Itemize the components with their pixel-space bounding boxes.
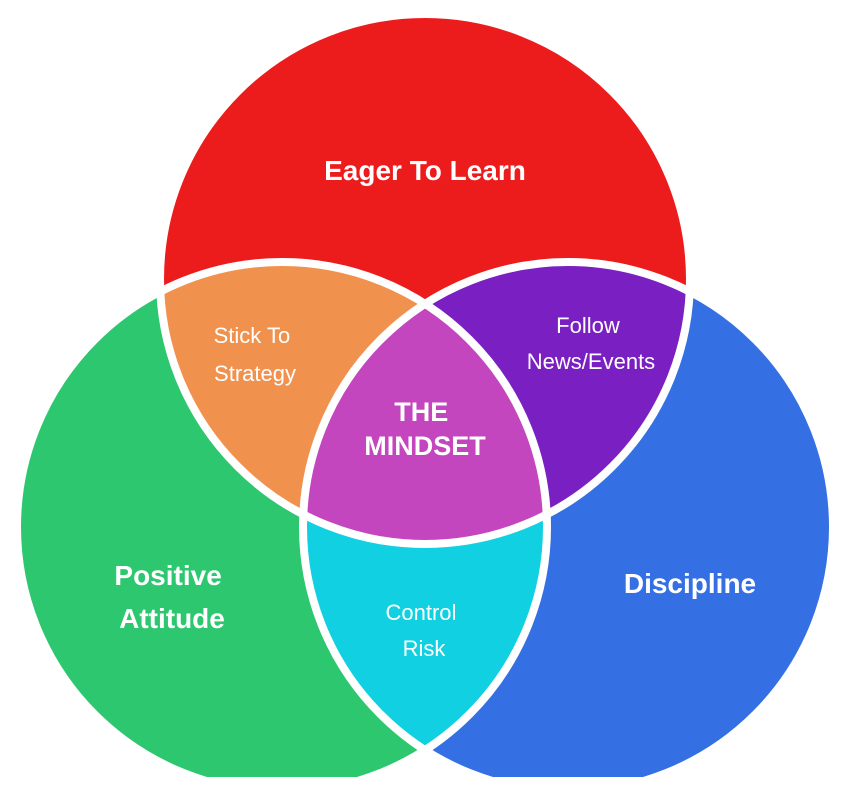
label-the-mindset-line-1: THE bbox=[394, 397, 448, 427]
label-discipline: Discipline bbox=[624, 568, 756, 599]
label-positive-attitude-line-2: Attitude bbox=[119, 603, 225, 634]
label-control-risk-line-2: Risk bbox=[403, 636, 447, 661]
overlap-the-mindset bbox=[303, 262, 547, 544]
label-stick-to-strategy-line-1: Stick To bbox=[214, 323, 291, 348]
label-control-risk: Control Risk bbox=[385, 600, 462, 661]
label-stick-to-strategy-line-2: Strategy bbox=[214, 361, 296, 386]
label-follow-news-events: Follow News/Events bbox=[527, 313, 655, 374]
label-the-mindset: THE MINDSET bbox=[364, 397, 486, 461]
label-stick-to-strategy: Stick To Strategy bbox=[214, 323, 297, 386]
label-control-risk-line-1: Control bbox=[385, 600, 456, 625]
outline-right bbox=[299, 258, 837, 777]
label-follow-news-events-line-1: Follow bbox=[556, 313, 620, 338]
label-positive-attitude-line-1: Positive bbox=[114, 560, 221, 591]
outline-left bbox=[13, 258, 551, 777]
label-eager-to-learn: Eager To Learn bbox=[324, 155, 526, 186]
label-follow-news-events-line-2: News/Events bbox=[527, 349, 655, 374]
outline-top bbox=[156, 10, 694, 548]
label-the-mindset-line-2: MINDSET bbox=[364, 431, 486, 461]
label-positive-attitude: Positive Attitude bbox=[114, 560, 229, 634]
